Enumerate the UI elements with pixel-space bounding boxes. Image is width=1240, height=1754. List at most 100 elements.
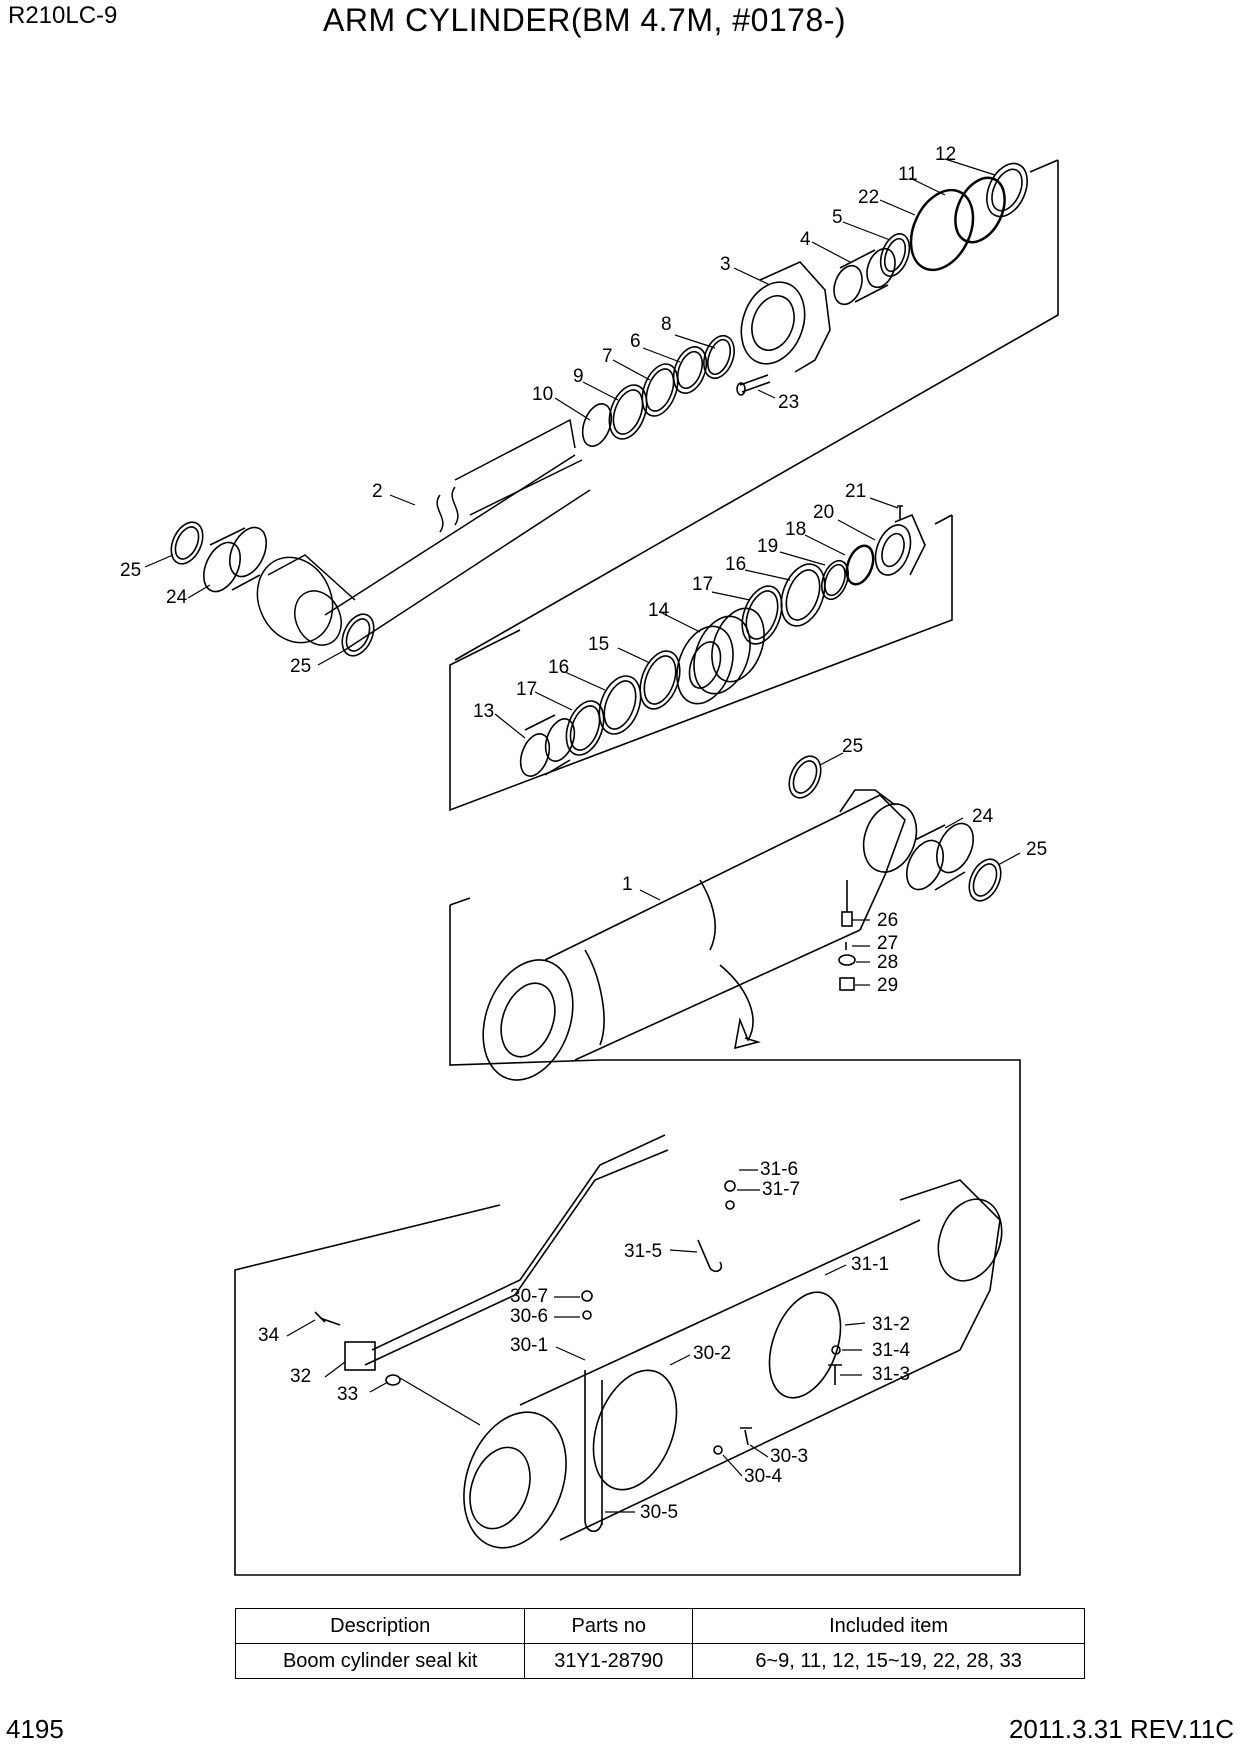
callout-5: 5 bbox=[832, 207, 843, 228]
tube-part-1 bbox=[482, 789, 918, 1081]
callout-31-1: 31-1 bbox=[851, 1254, 889, 1275]
bushing-4 bbox=[833, 247, 896, 306]
washer-31-4 bbox=[831, 1345, 841, 1355]
setscrew-21 bbox=[897, 505, 903, 520]
oring-18 bbox=[845, 544, 875, 586]
callout-22: 22 bbox=[858, 187, 879, 208]
gland-part bbox=[740, 261, 831, 373]
callout-31-4: 31-4 bbox=[872, 1340, 910, 1361]
ring-12 bbox=[986, 162, 1028, 218]
callout-13: 13 bbox=[473, 701, 494, 722]
callout-20: 20 bbox=[813, 502, 834, 523]
flange-32 bbox=[344, 1341, 376, 1371]
callout-24-left: 24 bbox=[166, 587, 188, 608]
washer-30-6 bbox=[582, 1310, 592, 1320]
grease-fitting-26 bbox=[841, 911, 853, 927]
ring-16-upper bbox=[780, 563, 826, 627]
oring-22 bbox=[954, 176, 1006, 244]
ring-10 bbox=[581, 403, 613, 447]
callout-30-3: 30-3 bbox=[770, 1446, 808, 1467]
callout-33: 33 bbox=[337, 1384, 358, 1405]
ring-17-upper bbox=[741, 585, 783, 645]
ring-5 bbox=[879, 233, 911, 277]
cell-included-item: 6~9, 11, 12, 15~19, 22, 28, 33 bbox=[692, 1643, 1085, 1679]
callout-18: 18 bbox=[785, 519, 806, 540]
nut-20 bbox=[874, 513, 926, 576]
dust-ring-lower bbox=[341, 613, 375, 657]
direction-arrow bbox=[719, 964, 761, 1050]
callout-7: 7 bbox=[602, 346, 613, 367]
callout-25-left: 25 bbox=[120, 560, 141, 581]
assembled-tube bbox=[463, 1179, 1003, 1549]
header-included-item: Included item bbox=[692, 1608, 1085, 1644]
callout-8: 8 bbox=[661, 314, 672, 335]
dust-ring-right-upper bbox=[788, 755, 822, 799]
callout-11: 11 bbox=[898, 164, 918, 185]
ring-16-lower bbox=[598, 675, 642, 735]
ring-17-lower bbox=[565, 700, 605, 756]
ring-9 bbox=[608, 384, 648, 440]
callout-25-right-upper: 25 bbox=[842, 736, 863, 757]
cell-description: Boom cylinder seal kit bbox=[234, 1643, 526, 1679]
nut-30-7 bbox=[581, 1290, 593, 1302]
header-parts-no: Parts no bbox=[524, 1608, 694, 1644]
callout-31-2: 31-2 bbox=[872, 1314, 910, 1335]
bolt-34 bbox=[314, 1311, 341, 1326]
callout-30-6: 30-6 bbox=[510, 1306, 548, 1327]
callout-30-5: 30-5 bbox=[640, 1502, 678, 1523]
callout-34: 34 bbox=[258, 1325, 280, 1346]
callout-4: 4 bbox=[800, 229, 811, 250]
callout-1: 1 bbox=[622, 874, 633, 895]
cell-parts-no: 31Y1-28790 bbox=[524, 1643, 694, 1679]
leader-lines bbox=[144, 158, 1021, 1513]
callout-3: 3 bbox=[720, 254, 731, 275]
callout-25-right-lower: 25 bbox=[1026, 839, 1047, 860]
callout-30-1: 30-1 bbox=[510, 1335, 548, 1356]
callout-17-upper: 17 bbox=[692, 574, 713, 595]
header-description: Description bbox=[234, 1608, 526, 1644]
dust-ring-right-lower bbox=[968, 858, 1002, 902]
callout-16-lower: 16 bbox=[548, 657, 569, 678]
ring-19 bbox=[821, 559, 849, 601]
callout-27: 27 bbox=[877, 933, 898, 954]
ubolt-30-5 bbox=[584, 1370, 603, 1533]
callout-6: 6 bbox=[630, 331, 641, 352]
nut-31-6 bbox=[724, 1180, 736, 1192]
callout-31-6: 31-6 bbox=[760, 1159, 798, 1180]
ubolt-31-5 bbox=[697, 1239, 723, 1273]
callout-19: 19 bbox=[757, 536, 778, 557]
page-title: ARM CYLINDER(BM 4.7M, #0178-) bbox=[323, 2, 847, 38]
callout-2: 2 bbox=[372, 481, 383, 502]
callout-21: 21 bbox=[845, 481, 866, 502]
ring-7 bbox=[641, 363, 679, 417]
callout-31-5: 31-5 bbox=[624, 1241, 662, 1262]
bolt-31-3 bbox=[828, 1364, 842, 1385]
callout-10: 10 bbox=[532, 384, 553, 405]
bushing-24-right bbox=[906, 822, 974, 891]
bolt-30-3 bbox=[740, 1427, 752, 1446]
callout-14: 14 bbox=[648, 600, 670, 621]
plug-29 bbox=[839, 977, 855, 991]
rod-part bbox=[256, 418, 591, 651]
callout-31-3: 31-3 bbox=[872, 1364, 910, 1385]
bushing-left bbox=[209, 527, 261, 591]
table-row: Boom cylinder seal kit 31Y1-28790 6~9, 1… bbox=[234, 1643, 1085, 1679]
model-number: R210LC-9 bbox=[8, 2, 118, 29]
oring-28 bbox=[838, 954, 856, 966]
seal-kit-table: Description Parts no Included item Boom … bbox=[234, 1608, 1085, 1679]
hydraulic-pipe bbox=[364, 1134, 669, 1366]
oring-11 bbox=[909, 188, 975, 272]
callout-12: 12 bbox=[935, 144, 956, 165]
frame-rod-group bbox=[454, 160, 1059, 661]
callout-30-2: 30-2 bbox=[693, 1343, 731, 1364]
callout-15: 15 bbox=[588, 634, 609, 655]
washer-30-4 bbox=[713, 1445, 723, 1455]
callout-16-upper: 16 bbox=[725, 554, 746, 575]
callout-23: 23 bbox=[778, 392, 799, 413]
callout-30-4: 30-4 bbox=[744, 1466, 782, 1487]
callout-28: 28 bbox=[877, 952, 898, 973]
table-header-row: Description Parts no Included item bbox=[234, 1608, 1085, 1644]
dust-ring-left bbox=[170, 521, 204, 565]
revision-date: 2011.3.31 REV.11C bbox=[1008, 1714, 1234, 1744]
frame-tube-group bbox=[234, 905, 1021, 1576]
